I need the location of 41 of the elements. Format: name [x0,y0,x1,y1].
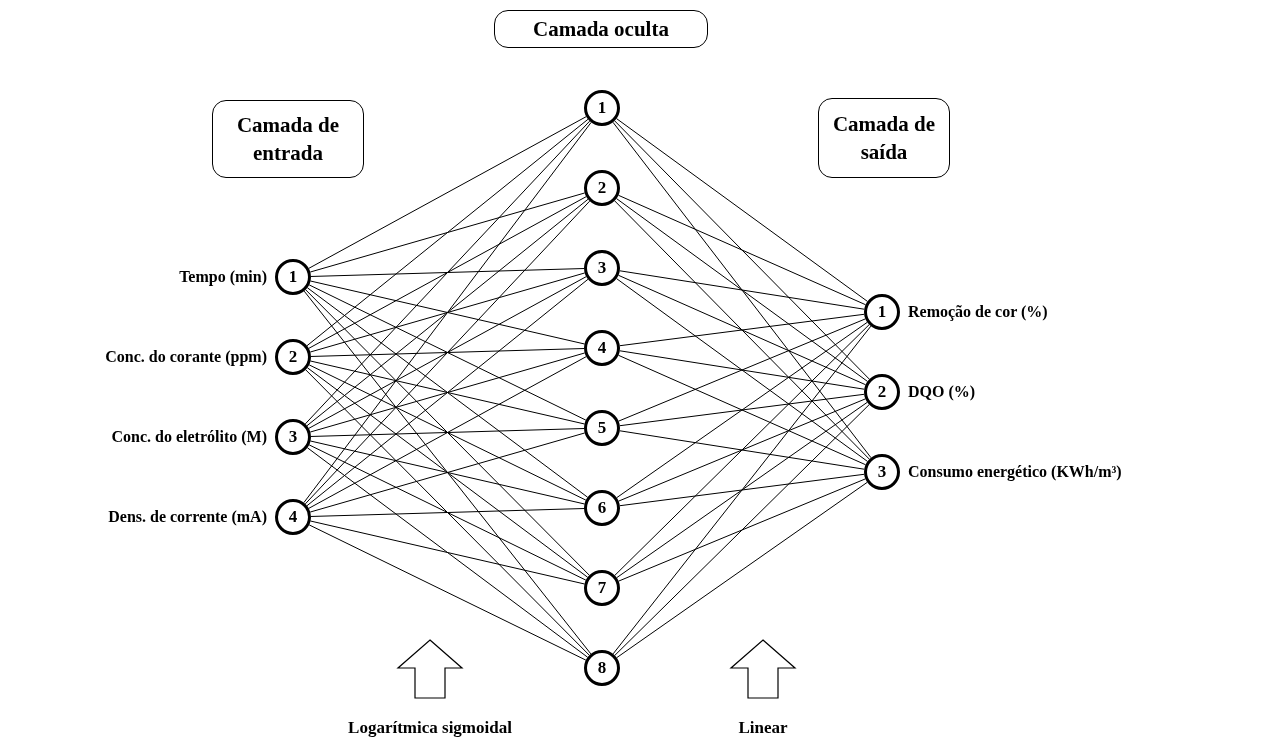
activation-function-label: Logarítmica sigmoidal [348,717,512,740]
connection-line [310,348,585,357]
neuron-label: Consumo energético (KWh/m³) [908,462,1122,483]
connection-line [309,272,586,353]
connection-line [614,404,870,656]
connection-line [614,120,870,380]
connection-line [310,440,585,505]
connection-line [309,352,586,433]
connection-line [614,200,870,460]
connection-line [304,120,591,425]
connection-line [305,289,590,576]
connection-line [619,430,865,470]
connection-line [619,270,865,310]
connection-line [618,478,866,582]
connection-line [619,350,865,390]
connection-line [310,520,585,585]
connection-line [305,369,590,656]
connection-line [304,200,591,505]
layer-title-box: Camada de entrada [212,100,364,178]
activation-function-label: Linear [738,717,788,740]
layer-title-box: Camada oculta [494,10,708,48]
neuron-label: Conc. do corante (ppm) [105,347,267,368]
neuron-label: Dens. de corrente (mA) [108,507,267,528]
connection-line [619,313,865,347]
connection-line [618,398,866,502]
connection-line [310,268,585,277]
neuron-label: Tempo (min) [179,267,267,288]
connection-line [614,324,870,576]
neuron-label: DQO (%) [908,382,976,403]
connection-line [310,280,585,345]
connection-line [310,428,585,437]
connection-line [618,318,866,422]
connection-line [619,473,865,507]
connection-line [309,192,586,273]
connection-line [310,360,585,425]
neuron-label: Conc. do eletrólito (M) [111,427,267,448]
connection-line [619,393,865,427]
connection-line [310,508,585,517]
neuron-label: Remoção de cor (%) [908,302,1048,323]
layer-title-box: Camada de saída [818,98,950,178]
connection-line [309,432,586,513]
